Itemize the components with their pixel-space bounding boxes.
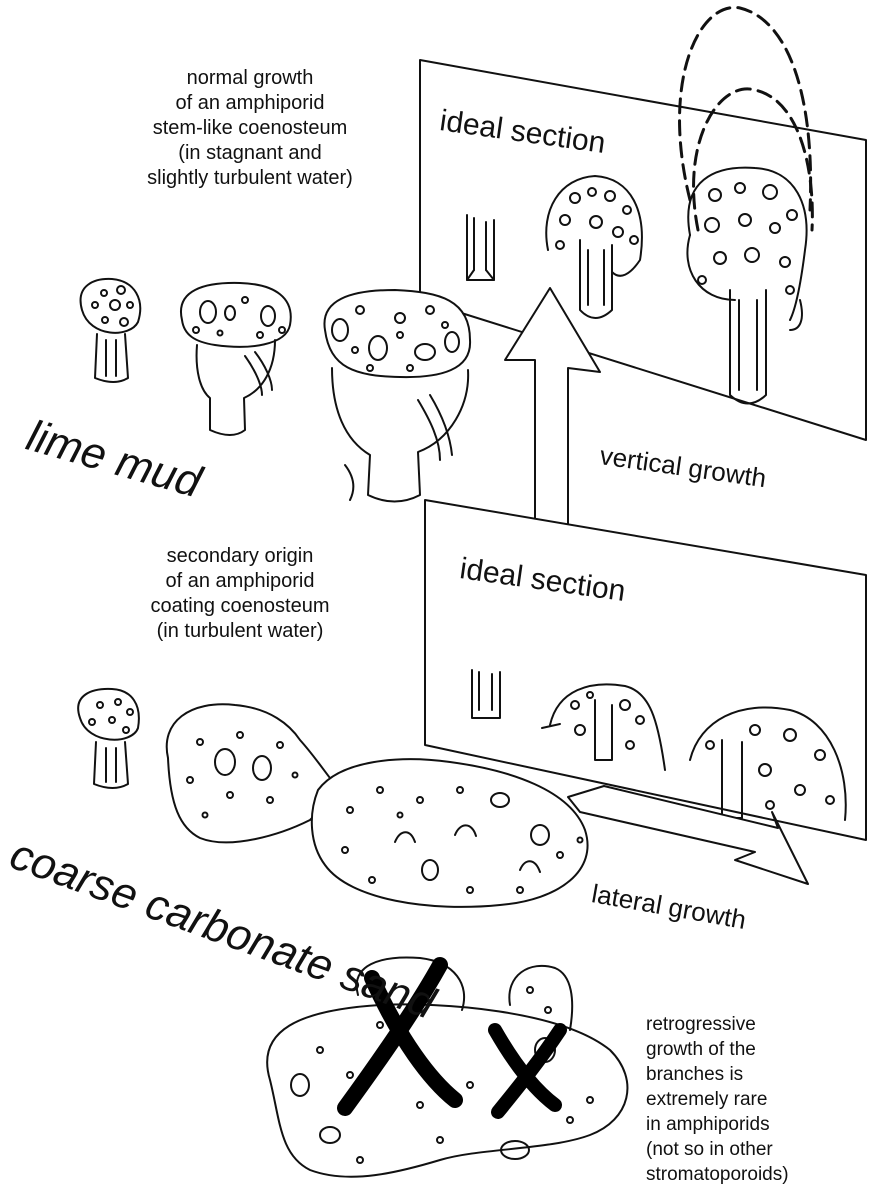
stem-coenosteum-large [324, 290, 470, 502]
normal-growth-caption: normal growth of an amphiporid stem-like… [125, 66, 375, 191]
coating-coenosteum-small [78, 689, 139, 788]
secondary-origin-caption: secondary origin of an amphiporid coatin… [130, 544, 350, 644]
coating-coenosteum-large [312, 759, 588, 907]
stem-coenosteum-medium [181, 283, 291, 435]
retrogressive-caption: retrogressive growth of the branches is … [646, 1012, 866, 1187]
stem-coenosteum-small [81, 279, 141, 382]
